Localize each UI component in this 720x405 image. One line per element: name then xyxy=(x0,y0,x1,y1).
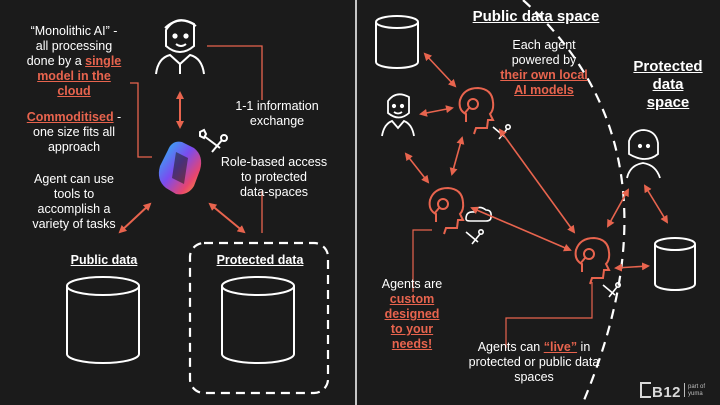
commoditised-line-3: approach xyxy=(47,140,101,154)
arrow-agent3-cylinder xyxy=(614,262,650,272)
role-line-3: data-spaces xyxy=(239,185,309,199)
exchange-line-1: 1-1 information xyxy=(235,99,319,113)
commoditised-line-1: - xyxy=(113,110,122,124)
brand-subtext: part of yuma xyxy=(688,384,705,398)
each-agent-text: Each agent powered by their own local AI… xyxy=(486,38,602,98)
monolithic-emphasis-1: single xyxy=(85,54,122,68)
each-agent-emphasis-2: AI models xyxy=(514,83,574,97)
custom-text: Agents are custom designed to your needs… xyxy=(372,277,452,352)
public-space-cylinder xyxy=(375,15,419,69)
protected-data-cylinder xyxy=(221,276,295,364)
agent-head-icon-2 xyxy=(428,186,465,235)
live-text: Agents can “live” in protected or public… xyxy=(452,340,616,385)
agent-head-icon-1 xyxy=(458,86,495,135)
arrow-cylinder-agent1 xyxy=(423,52,457,88)
copilot-public-arrow xyxy=(118,202,152,234)
commoditised-line-2: one size fits all xyxy=(33,125,115,139)
monolithic-emphasis-3: cloud xyxy=(57,84,91,98)
brand-sub-line-1: part of xyxy=(688,384,706,390)
tools-line-1: Agent can use xyxy=(34,172,114,186)
brand-logo-text: B12 xyxy=(652,384,682,401)
custom-emphasis-4: needs! xyxy=(391,337,433,351)
protected-space-line-1: Protected xyxy=(633,58,703,75)
tools-line-4: variety of tasks xyxy=(32,217,116,231)
woman-icon xyxy=(626,129,661,179)
monolithic-emphasis-2: model in the xyxy=(37,69,111,83)
live-line-2: protected or public data xyxy=(468,355,600,369)
exchange-line-2: exchange xyxy=(249,114,305,128)
arrow-woman-agent3 xyxy=(607,188,629,228)
live-line-1b: in xyxy=(577,340,591,354)
custom-leader xyxy=(412,229,432,292)
live-line-1a: Agents can xyxy=(477,340,544,354)
public-data-label: Public data xyxy=(70,253,138,267)
wrench-icon xyxy=(199,128,228,153)
commoditised-text: Commoditised - one size fits all approac… xyxy=(8,110,140,155)
arrow-agent1-agent3 xyxy=(498,128,576,234)
each-agent-line-2: powered by xyxy=(511,53,577,67)
role-line-2: to protected xyxy=(240,170,307,184)
brand-separator xyxy=(684,383,685,397)
protected-data-label: Protected data xyxy=(216,253,304,267)
person-icon xyxy=(155,19,205,75)
protected-space-cylinder xyxy=(654,237,696,291)
live-emphasis: “live” xyxy=(543,340,578,354)
copilot-protected-arrow xyxy=(208,202,246,234)
tools-text: Agent can use tools to accomplish a vari… xyxy=(8,172,140,232)
wrench-icon-agent-3 xyxy=(602,281,621,298)
brand-logo: B12 xyxy=(640,382,681,401)
monolithic-line-1: “Monolithic AI” - xyxy=(30,24,118,38)
custom-emphasis-3: to your xyxy=(390,322,434,336)
public-data-cylinder xyxy=(66,276,140,364)
public-space-title: Public data space xyxy=(472,8,600,25)
arrow-agent2-agent3 xyxy=(470,206,572,252)
wrench-icon-agent-2 xyxy=(465,229,484,245)
custom-emphasis-2: designed xyxy=(384,307,440,321)
commoditised-emphasis: Commoditised xyxy=(26,110,114,124)
protected-space-boundary xyxy=(522,0,626,405)
each-agent-line-1: Each agent xyxy=(512,38,576,52)
custom-line-1: Agents are xyxy=(381,277,443,291)
custom-emphasis-1: custom xyxy=(389,292,435,306)
monolithic-leader xyxy=(130,82,152,158)
exchange-text: 1-1 information exchange xyxy=(222,99,332,129)
protected-space-line-2: data xyxy=(652,76,684,93)
tools-line-2: tools to xyxy=(53,187,95,201)
monolithic-line-3: done by a xyxy=(26,54,86,68)
exchange-leader xyxy=(207,45,263,100)
agent-head-icon-3 xyxy=(574,236,611,285)
arrow-person-agent2 xyxy=(404,152,430,184)
protected-data-box xyxy=(188,241,330,395)
arrow-person-agent1 xyxy=(419,105,454,117)
tools-line-3: accomplish a xyxy=(37,202,111,216)
monolithic-line-2: all processing xyxy=(35,39,113,53)
protected-space-title: Protected data space xyxy=(618,58,718,112)
person-icon-right xyxy=(381,93,415,137)
arrow-woman-cylinder xyxy=(643,184,669,224)
live-leader xyxy=(505,282,593,348)
brand-sub-line-2: yuma xyxy=(688,391,703,397)
protected-space-line-3: space xyxy=(646,94,690,111)
arrow-agent1-agent2 xyxy=(449,136,465,176)
each-agent-emphasis-1: their own local xyxy=(500,68,588,82)
role-line-1: Role-based access xyxy=(220,155,328,169)
brand-mark-icon xyxy=(640,382,651,398)
live-line-3: spaces xyxy=(514,370,554,384)
monolithic-text: “Monolithic AI” - all processing done by… xyxy=(8,24,140,99)
copilot-logo-icon xyxy=(158,141,202,195)
role-text: Role-based access to protected data-spac… xyxy=(212,155,336,200)
